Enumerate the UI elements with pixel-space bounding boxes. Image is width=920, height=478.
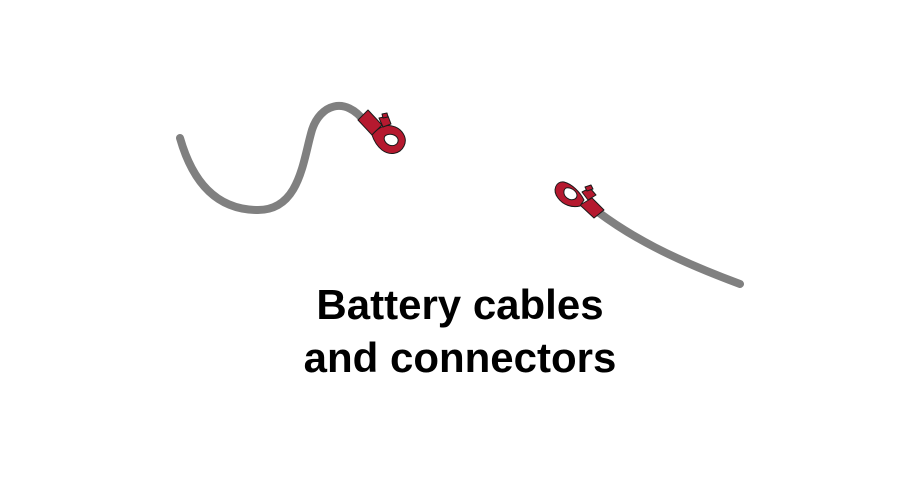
caption-line-2: and connectors xyxy=(303,334,617,381)
caption-line-1: Battery cables xyxy=(316,281,604,328)
right-battery-clamp-icon xyxy=(554,181,605,219)
caption-title: Battery cables and connectors xyxy=(0,278,920,384)
left-cable-wire xyxy=(176,101,369,215)
left-battery-clamp-icon xyxy=(357,109,406,154)
right-cable-wire xyxy=(594,208,744,288)
left-battery-cable xyxy=(176,101,406,215)
right-battery-cable xyxy=(554,181,744,288)
